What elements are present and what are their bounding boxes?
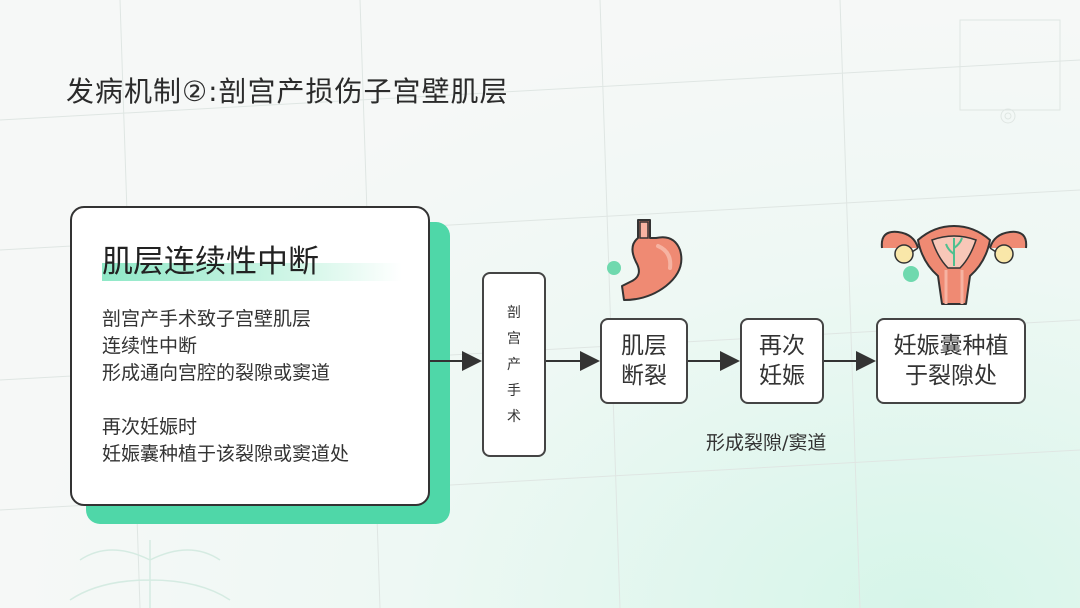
repregnancy-box: 再次 妊娠 [740, 318, 824, 404]
muscle-rupture-box: 肌层 断裂 [600, 318, 688, 404]
card-line: 剖宫产手术致子宫壁肌层 [102, 308, 312, 330]
heading-highlight [102, 263, 402, 281]
page-title: 发病机制②:剖宫产损伤子宫壁肌层 [66, 75, 509, 108]
surgery-char: 手 [507, 382, 521, 399]
card-body: 剖宫产手术致子宫壁肌层 连续性中断 形成通向宫腔的裂隙或窦道 再次妊娠时 妊娠囊… [102, 306, 349, 468]
box-line: 肌层 [621, 333, 667, 359]
box-line: 于裂隙处 [905, 363, 997, 389]
flow-caption: 形成裂隙/窦道 [706, 432, 827, 454]
card-line: 连续性中断 [102, 335, 198, 357]
surgery-char: 术 [507, 408, 521, 425]
card-line: 妊娠囊种植于该裂隙或窦道处 [102, 443, 350, 465]
stomach-icon [607, 219, 683, 301]
card-line: 再次妊娠时 [102, 416, 198, 438]
surgery-char: 产 [507, 356, 521, 373]
implantation-box: 妊娠囊种植 于裂隙处 [876, 318, 1026, 404]
box-line: 断裂 [621, 363, 667, 389]
mechanism-card: 肌层连续性中断 剖宫产手术致子宫壁肌层 连续性中断 形成通向宫腔的裂隙或窦道 再… [70, 206, 430, 506]
uterus-icon [880, 225, 1028, 305]
box-line: 妊娠囊种植 [893, 333, 1009, 359]
surgery-char: 宫 [507, 330, 521, 347]
card-line: 形成通向宫腔的裂隙或窦道 [102, 362, 331, 384]
card-heading: 肌层连续性中断 [102, 244, 319, 280]
surgery-box: 剖 宫 产 手 术 [482, 272, 546, 457]
box-line: 妊娠 [759, 363, 805, 389]
box-line: 再次 [759, 333, 805, 359]
surgery-char: 剖 [507, 304, 521, 321]
